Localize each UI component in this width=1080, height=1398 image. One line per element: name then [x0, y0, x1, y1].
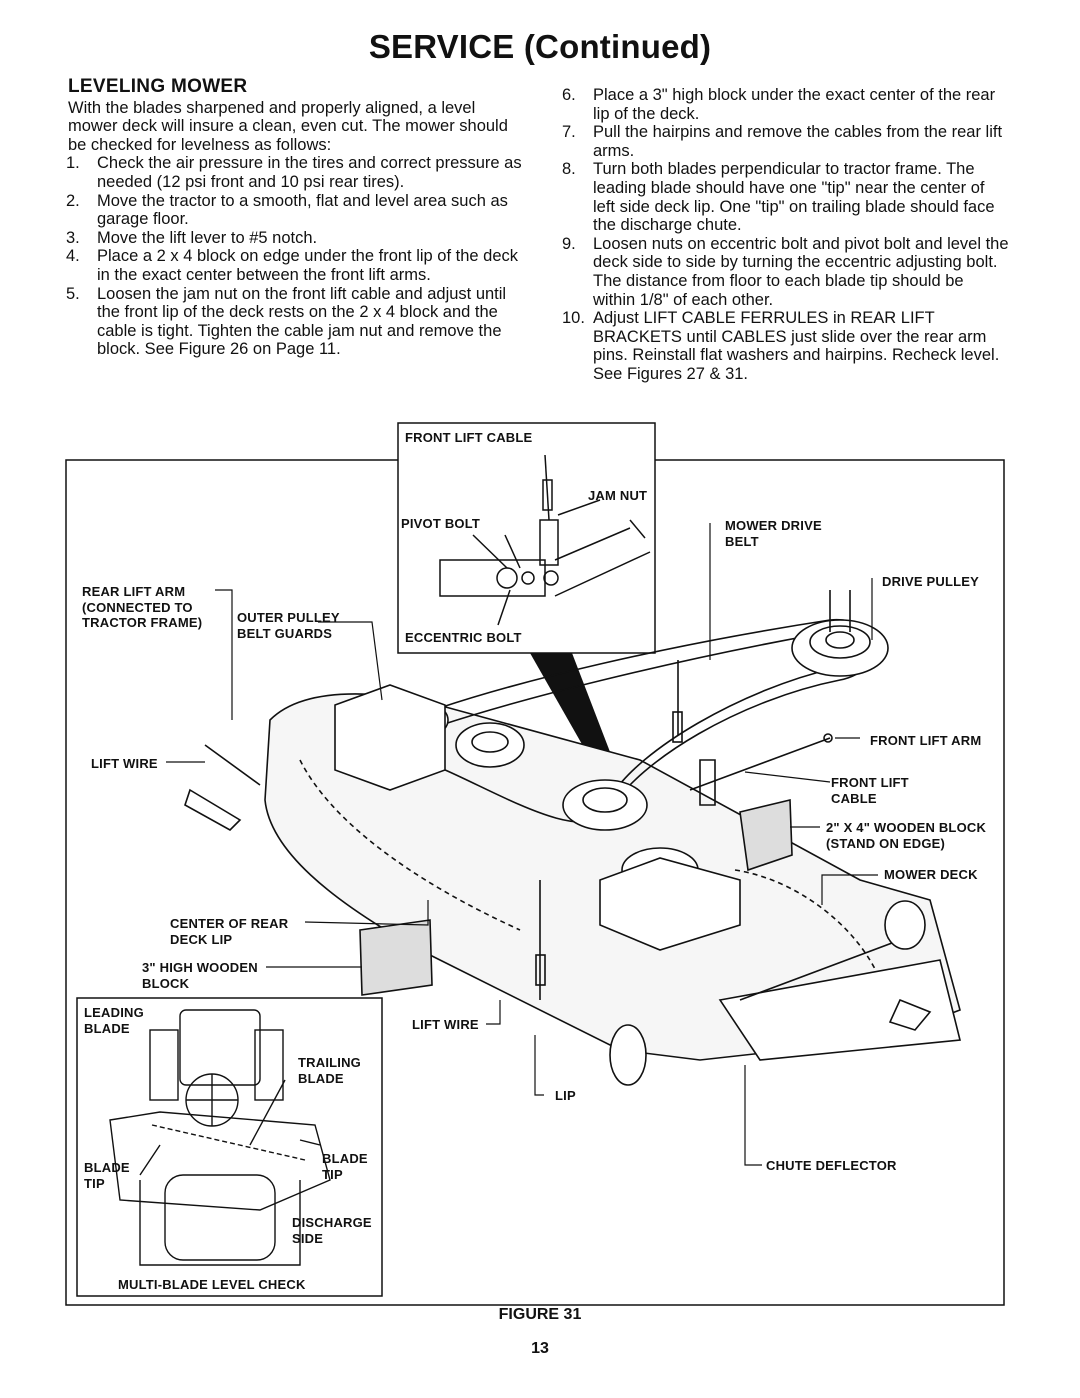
- label-multi-blade-level-check: MULTI-BLADE LEVEL CHECK: [118, 1277, 306, 1292]
- label-trailing-blade: TRAILING BLADE: [298, 1055, 361, 1086]
- label-mower-deck: MOWER DECK: [884, 867, 978, 882]
- step-item: 5. Loosen the jam nut on the front lift c…: [66, 285, 524, 359]
- label-lip: LIP: [555, 1088, 576, 1103]
- step-text: Loosen nuts on eccentric bolt and pivot …: [593, 234, 1009, 309]
- step-number: 6.: [562, 86, 576, 104]
- step-text: Check the air pressure in the tires and …: [97, 154, 522, 191]
- step-item: 10. Adjust LIFT CABLE FERRULES in REAR LI…: [562, 309, 1010, 383]
- step-text: Place a 3" high block under the exact ce…: [593, 86, 996, 123]
- label-rear-lift-arm: REAR LIFT ARM (CONNECTED TO TRACTOR FRAM…: [82, 584, 203, 630]
- multi-blade-box: [76, 997, 383, 1297]
- step-text: Move the lift lever to #5 notch.: [97, 228, 318, 247]
- page-title: SERVICE (Continued): [368, 28, 712, 65]
- step-number: 2.: [66, 191, 80, 210]
- leader-lines: [166, 523, 878, 1166]
- step-text: Turn both blades perpendicular to tracto…: [593, 160, 995, 235]
- label-center-of-rear-deck-lip: CENTER OF REAR DECK LIP: [170, 916, 289, 947]
- inset-box: [397, 422, 656, 654]
- label-3-inch-wooden-block: 3" HIGH WOODEN BLOCK: [142, 960, 258, 991]
- figure-frame: [65, 459, 1005, 1306]
- instructions-column-left: LEVELING MOWER With the blades sharpened…: [66, 76, 524, 359]
- steps-list-left: 1. Check the air pressure in the tires an…: [66, 154, 524, 359]
- step-number: 3.: [66, 228, 80, 247]
- label-jam-nut: JAM NUT: [588, 488, 648, 503]
- step-item: 7. Pull the hairpins and remove the cable…: [562, 123, 1010, 160]
- label-leading-blade: LEADING BLADE: [84, 1005, 144, 1036]
- label-lift-wire-left: LIFT WIRE: [91, 756, 158, 771]
- step-number: 7.: [562, 123, 576, 142]
- step-number: 4.: [66, 247, 80, 266]
- label-front-lift-cable: FRONT LIFT CABLE: [831, 775, 909, 806]
- step-number: 1.: [66, 154, 80, 173]
- step-text: Move the tractor to a smooth, flat and l…: [97, 191, 508, 229]
- step-text: Loosen the jam nut on the front lift cab…: [97, 284, 507, 359]
- step-item: 3. Move the lift lever to #5 notch.: [66, 229, 524, 248]
- label-lift-wire-center: LIFT WIRE: [412, 1017, 479, 1032]
- step-item: 2. Move the tractor to a smooth, flat and…: [66, 192, 524, 229]
- label-eccentric-bolt: ECCENTRIC BOLT: [405, 630, 522, 645]
- page-number: 13: [531, 1340, 549, 1357]
- step-item: 1. Check the air pressure in the tires an…: [66, 154, 524, 191]
- step-item: 8. Turn both blades perpendicular to trac…: [562, 160, 1010, 234]
- step-item: 9. Loosen nuts on eccentric bolt and pivo…: [562, 235, 1010, 309]
- label-front-lift-arm: FRONT LIFT ARM: [870, 733, 982, 748]
- label-pivot-bolt: PIVOT BOLT: [401, 516, 481, 531]
- mower-deck-drawing: [184, 590, 962, 1086]
- label-discharge-side: DISCHARGE SIDE: [292, 1215, 372, 1246]
- step-number: 5.: [66, 284, 80, 303]
- section-heading: LEVELING MOWER: [68, 76, 248, 97]
- step-text: Place a 2 x 4 block on edge under the fr…: [97, 247, 519, 284]
- label-chute-deflector: CHUTE DEFLECTOR: [766, 1158, 897, 1173]
- tractor-top-view: [109, 1009, 331, 1266]
- label-outer-pulley-belt-guards: OUTER PULLEY BELT GUARDS: [237, 610, 340, 641]
- step-text: Pull the hairpins and remove the cables …: [593, 123, 1003, 160]
- instructions-column-right: 6. Place a 3" high block under the exact …: [562, 86, 1010, 384]
- label-blade-tip-left: BLADE TIP: [84, 1160, 130, 1191]
- label-front-lift-cable-inset: FRONT LIFT CABLE: [405, 430, 533, 445]
- step-text: Adjust LIFT CABLE FERRULES in REAR LIFT …: [593, 309, 1000, 383]
- step-item: 6. Place a 3" high block under the exact …: [562, 86, 1010, 123]
- step-number: 8.: [562, 160, 576, 179]
- figure-caption: FIGURE 31: [498, 1306, 582, 1323]
- step-number: 9.: [562, 234, 576, 253]
- intro-paragraph: With the blades sharpened and properly a…: [68, 98, 508, 154]
- label-wooden-block-2x4: 2" X 4" WOODEN BLOCK (STAND ON EDGE): [826, 820, 987, 851]
- label-drive-pulley: DRIVE PULLEY: [882, 574, 980, 589]
- label-mower-drive-belt: MOWER DRIVE BELT: [725, 518, 822, 549]
- step-number: 10.: [562, 309, 585, 328]
- cable-detail-drawing: [439, 454, 651, 626]
- step-item: 4. Place a 2 x 4 block on edge under the …: [66, 247, 524, 284]
- label-blade-tip-right: BLADE TIP: [322, 1151, 368, 1182]
- steps-list-right: 6. Place a 3" high block under the exact …: [562, 86, 1010, 384]
